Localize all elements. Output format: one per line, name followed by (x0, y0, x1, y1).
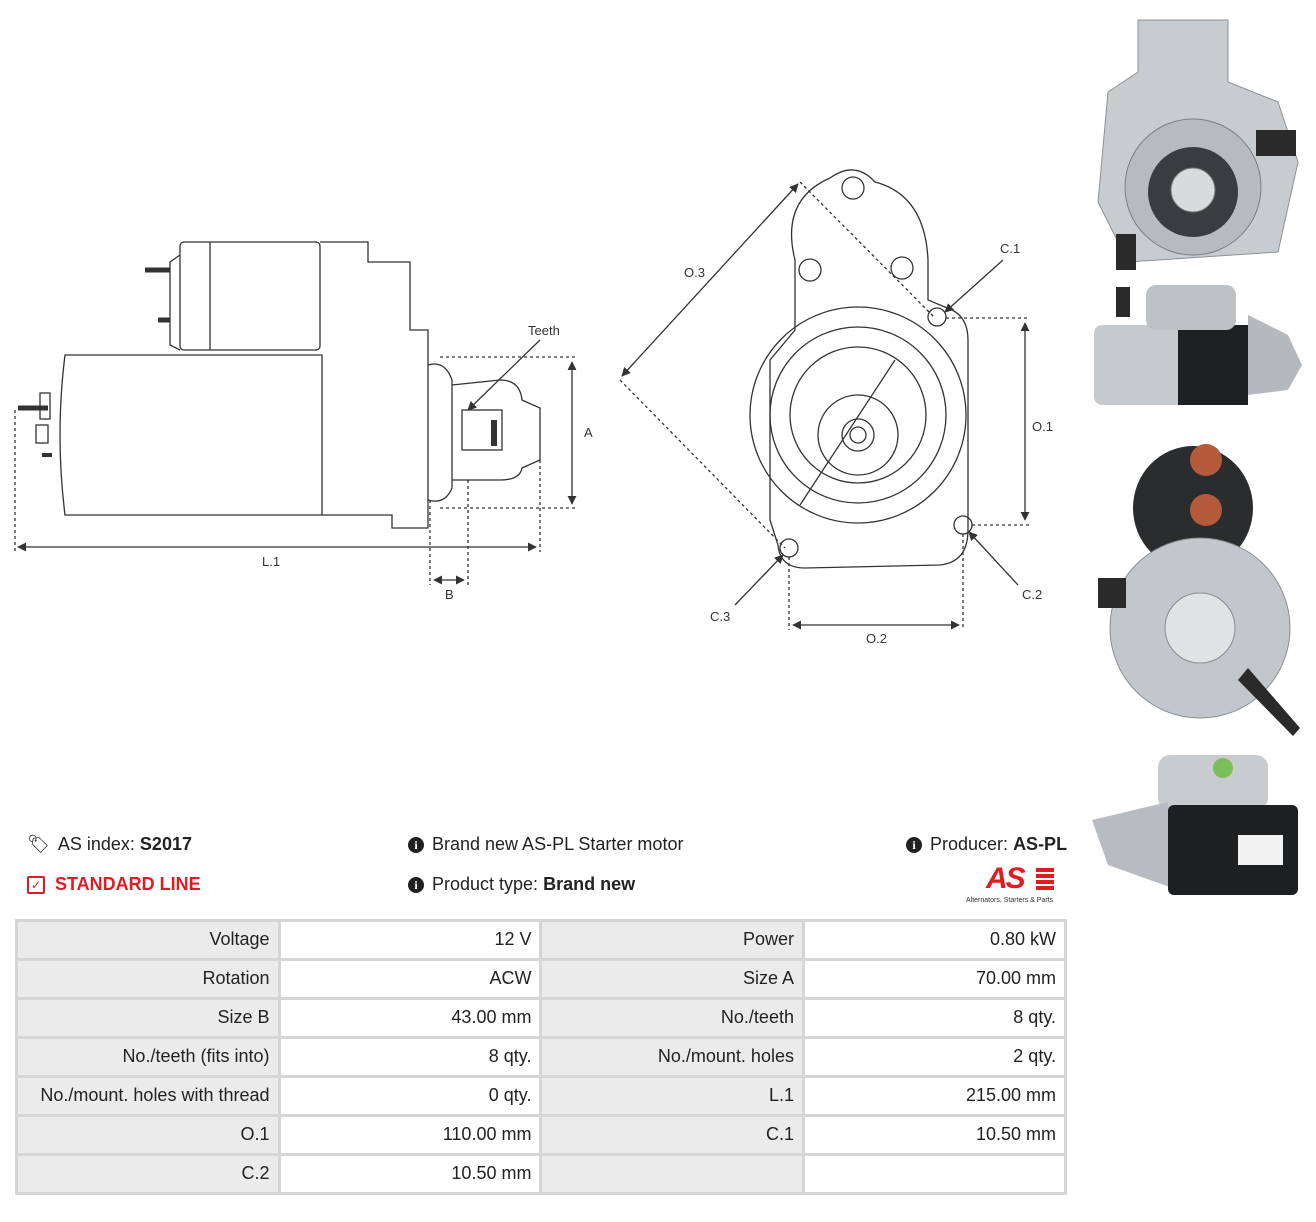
spec-label: O.1 (15, 1114, 281, 1156)
standard-line-label: STANDARD LINE (55, 874, 201, 894)
logo-mark: AS (986, 862, 1026, 895)
dimension-c2-label: C.2 (1022, 587, 1042, 602)
spec-value: 110.00 mm (277, 1114, 543, 1156)
spec-label: C.1 (539, 1114, 805, 1156)
as-index-value: S2017 (139, 834, 192, 854)
spec-label: No./teeth (539, 997, 805, 1039)
product-type-label: Product type: (432, 874, 539, 894)
product-type-value: Brand new (543, 874, 636, 894)
as-index: 🏷 AS index: S2017 (27, 834, 192, 855)
spec-value: ACW (277, 958, 543, 1000)
starter-front-view-icon (1088, 12, 1306, 270)
logo-tagline: Alternators, Starters & Parts (966, 897, 1054, 904)
spec-value: 0.80 kW (801, 919, 1068, 961)
teeth-label: Teeth (528, 323, 560, 338)
photo-front-view[interactable] (1088, 12, 1306, 270)
spec-label: Rotation (15, 958, 281, 1000)
dimension-a-label: A (584, 425, 593, 440)
brand-text: Brand new AS-PL Starter motor (432, 834, 684, 854)
tags-icon: 🏷 (27, 834, 50, 854)
checked-square-icon: ✓ (27, 875, 45, 894)
spec-value: 215.00 mm (801, 1075, 1068, 1117)
spec-value: 43.00 mm (277, 997, 543, 1039)
table-row: No./teeth (fits into)8 qty.No./mount. ho… (15, 1036, 1068, 1078)
starter-rear-view-icon (1088, 438, 1306, 738)
logo-bars (1036, 868, 1054, 890)
info-icon: i (408, 876, 424, 893)
as-pl-logo: AS Alternators, Starters & Parts (958, 862, 1068, 908)
spec-label: Voltage (15, 919, 281, 961)
spec-value: 10.50 mm (801, 1114, 1068, 1156)
technical-diagram: Teeth A L.1 B O.3 C.1 O.1 C.2 C.3 O.2 (14, 169, 1053, 646)
spec-value: 8 qty. (277, 1036, 543, 1078)
spec-value: 10.50 mm (277, 1153, 543, 1195)
info-icon: i (408, 836, 424, 853)
dimension-l1-label: L.1 (262, 554, 280, 569)
spec-label: No./mount. holes with thread (15, 1075, 281, 1117)
producer-value: AS-PL (1013, 834, 1068, 854)
photo-labeled-side-view[interactable] (1088, 750, 1306, 902)
dimension-o2-label: O.2 (866, 631, 887, 646)
spec-label: Size B (15, 997, 281, 1039)
spec-label: Power (539, 919, 805, 961)
spec-label: No./teeth (fits into) (15, 1036, 281, 1078)
as-index-label: AS index: (57, 834, 135, 854)
photo-rear-view[interactable] (1088, 438, 1306, 738)
producer-label: Producer: (930, 834, 1009, 854)
brand-info: i Brand new AS-PL Starter motor (408, 834, 683, 855)
spec-label: No./mount. holes (539, 1036, 805, 1078)
dimension-o1-label: O.1 (1032, 419, 1053, 434)
spec-label: C.2 (15, 1153, 281, 1195)
producer: i Producer: AS-PL (906, 834, 1067, 855)
dimension-b-label: B (445, 587, 454, 602)
info-icon: i (906, 836, 922, 853)
spec-label: Size A (539, 958, 805, 1000)
spec-value (801, 1153, 1068, 1195)
spec-label: L.1 (539, 1075, 805, 1117)
starter-side-view-icon (1088, 275, 1306, 430)
dimension-c1-label: C.1 (1000, 241, 1020, 256)
starter-labeled-side-view-icon (1088, 750, 1306, 902)
standard-line: ✓ STANDARD LINE (27, 874, 201, 895)
photo-side-view[interactable] (1088, 275, 1306, 430)
spec-label (539, 1153, 805, 1195)
spec-value: 2 qty. (801, 1036, 1068, 1078)
spec-value: 8 qty. (801, 997, 1068, 1039)
product-type: i Product type: Brand new (408, 874, 635, 895)
spec-value: 70.00 mm (801, 958, 1068, 1000)
dimension-o3-label: O.3 (684, 265, 705, 280)
spec-value: 12 V (277, 919, 543, 961)
spec-value: 0 qty. (277, 1075, 543, 1117)
dimension-c3-label: C.3 (710, 609, 730, 624)
